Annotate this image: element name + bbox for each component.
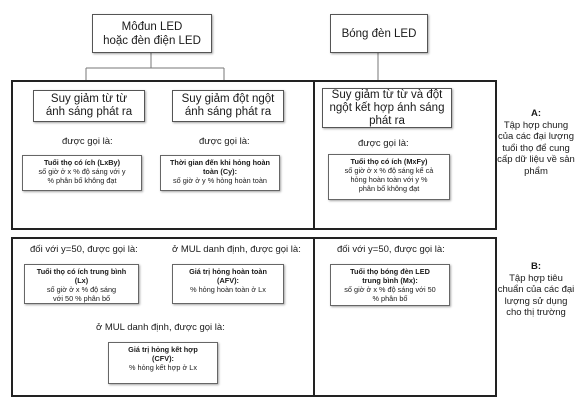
- section-b-frame: [11, 237, 497, 397]
- module-line2: hoặc đèn điện LED: [103, 34, 201, 47]
- combined-failure-value-box: Giá trị hỏng kết hợp(CFV): % hỏng kết hợ…: [108, 342, 218, 384]
- median-useful-life-lx-box: Tuổi thọ có ích trung bình(Lx) số giờ ở …: [24, 264, 139, 304]
- at-mul-label: ở MUL danh định, được gọi là:: [172, 244, 301, 255]
- at-mul-label-2: ở MUL danh định, được gọi là:: [96, 322, 225, 333]
- called-as-label-a3: được gọi là:: [358, 138, 409, 149]
- section-b-divider: [313, 237, 315, 397]
- module-led-box: Môđun LED hoặc đèn điện LED: [92, 14, 212, 53]
- time-to-failure-title: Thời gian đến khi hỏng hoàn toàn (Cy):: [169, 158, 271, 176]
- for-y50-label: đối với y=50, được gọi là:: [30, 244, 138, 255]
- for-y50-lamp-label: đối với y=50, được gọi là:: [337, 244, 445, 255]
- lamp-title: Bóng đèn LED: [341, 27, 417, 40]
- section-b-side-text: B: Tập hợp tiêu chuẩn của các đại lượng …: [497, 261, 575, 318]
- section-a-divider: [313, 80, 315, 230]
- abrupt-failure-value-box: Giá trị hỏng hoàn toàn(AFV): % hỏng hoàn…: [172, 264, 284, 304]
- useful-life-mxfy-box: Tuổi thọ có ích (MxFy) số giờ ở x % độ s…: [328, 154, 450, 200]
- section-a-side-text: A: Tập hợp chung của các đại lượng tuổi …: [497, 108, 575, 177]
- time-to-abrupt-failure-box: Thời gian đến khi hỏng hoàn toàn (Cy): s…: [160, 155, 280, 191]
- module-line1: Môđun LED: [121, 20, 183, 33]
- led-lamp-box: Bóng đèn LED: [330, 14, 428, 53]
- useful-life-mxfy-title: Tuổi thọ có ích (MxFy): [350, 157, 428, 166]
- useful-life-lxby-title: Tuổi thọ có ích (LxBy): [43, 158, 121, 167]
- called-as-label-a2: được gọi là:: [199, 136, 250, 147]
- useful-life-lxby-box: Tuổi thọ có ích (LxBy) số giờ ở x % độ s…: [22, 155, 142, 191]
- called-as-label-a1: được gọi là:: [62, 136, 113, 147]
